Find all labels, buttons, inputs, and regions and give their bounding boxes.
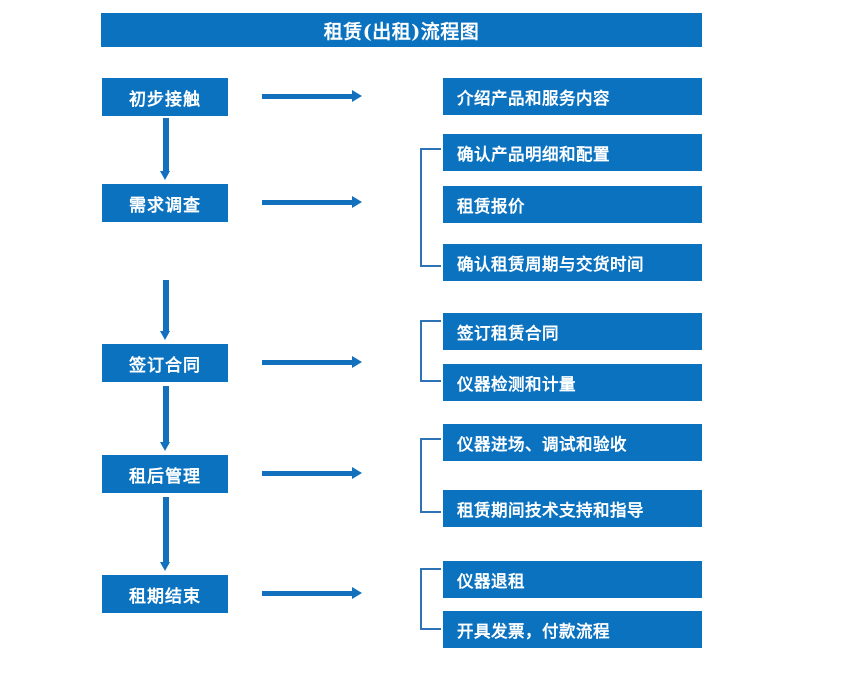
vertical-arrow-3 [160, 386, 171, 451]
horizontal-arrow-5 [262, 587, 362, 599]
group-bracket-3 [420, 320, 441, 382]
stage-box-3[interactable]: 签订合同 [102, 344, 228, 382]
stage-box-5[interactable]: 租期结束 [102, 575, 228, 613]
vertical-arrow-2 [160, 280, 171, 340]
detail-box-1-1[interactable]: 介绍产品和服务内容 [443, 78, 702, 115]
horizontal-arrow-3 [262, 356, 362, 368]
group-bracket-4 [420, 438, 441, 513]
detail-box-3-2[interactable]: 仪器检测和计量 [443, 364, 702, 401]
detail-box-2-1[interactable]: 确认产品明细和配置 [443, 134, 702, 171]
group-bracket-2 [420, 148, 441, 267]
page-title: 租赁(出租)流程图 [101, 13, 702, 47]
detail-box-4-2[interactable]: 租赁期间技术支持和指导 [443, 490, 702, 527]
detail-box-4-1[interactable]: 仪器进场、调试和验收 [443, 424, 702, 461]
stage-box-4[interactable]: 租后管理 [102, 455, 228, 493]
detail-box-5-2[interactable]: 开具发票，付款流程 [443, 611, 702, 648]
horizontal-arrow-4 [262, 467, 362, 479]
detail-box-2-3[interactable]: 确认租赁周期与交货时间 [443, 244, 702, 281]
stage-box-1[interactable]: 初步接触 [102, 78, 228, 116]
stage-box-2[interactable]: 需求调查 [102, 184, 228, 222]
detail-box-5-1[interactable]: 仪器退租 [443, 561, 702, 598]
vertical-arrow-1 [160, 118, 171, 180]
horizontal-arrow-2 [262, 196, 362, 208]
vertical-arrow-4 [160, 497, 171, 571]
detail-box-2-2[interactable]: 租赁报价 [443, 186, 702, 223]
detail-box-3-1[interactable]: 签订租赁合同 [443, 313, 702, 350]
group-bracket-5 [420, 568, 441, 630]
horizontal-arrow-1 [262, 90, 362, 102]
